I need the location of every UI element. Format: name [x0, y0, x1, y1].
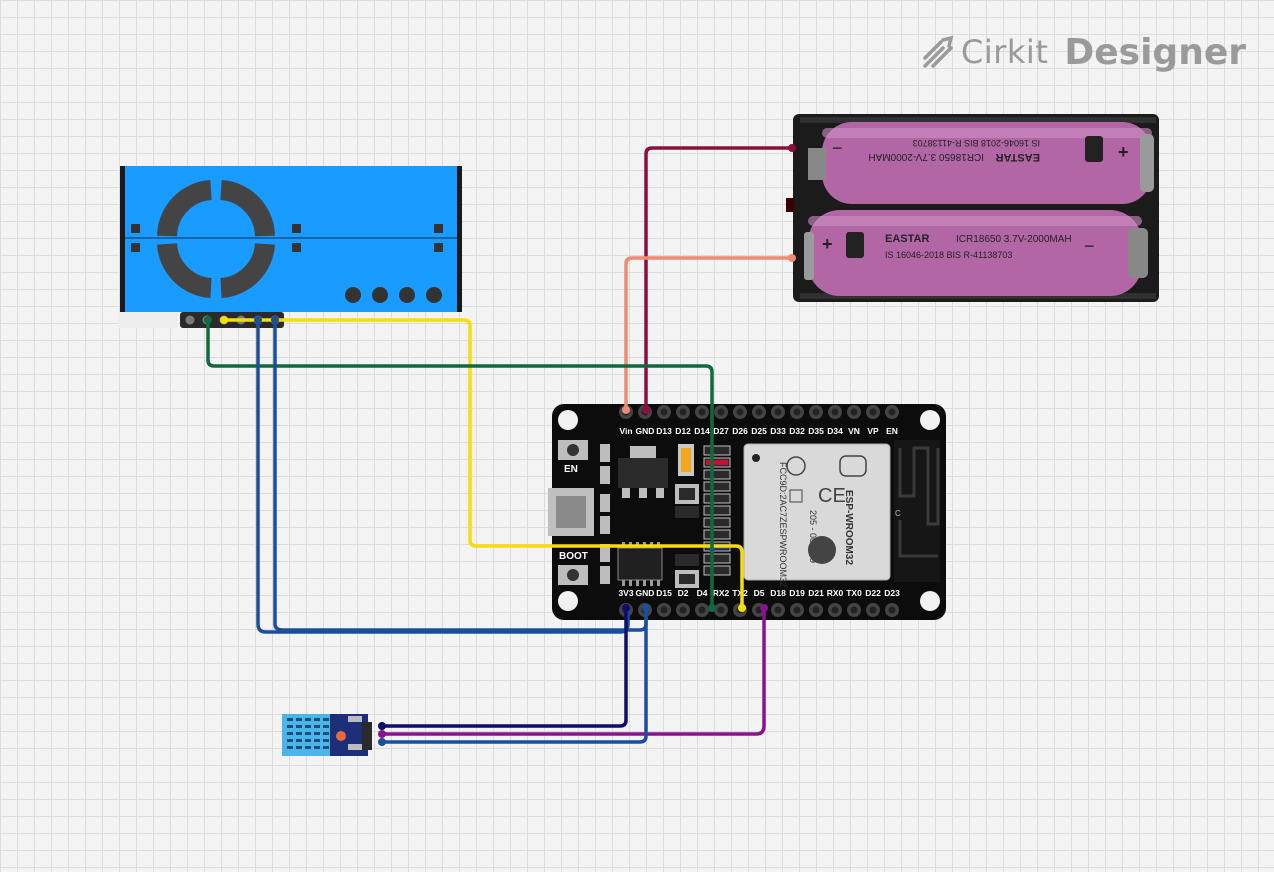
power-led-icon — [336, 731, 346, 741]
battery-cell-1: + − EASTAR ICR18650 3.7V-2000MAH IS 1604… — [808, 122, 1154, 204]
pin-label-bottom: GND — [636, 588, 655, 598]
pin-label-bottom: 3V3 — [618, 588, 633, 598]
cell1-brand: EASTAR — [996, 151, 1040, 163]
pm-sensor[interactable] — [118, 166, 462, 328]
en-button[interactable] — [558, 440, 588, 460]
pin-label-top: D25 — [751, 426, 767, 436]
module-code: 205 - 000519 — [808, 510, 818, 563]
cell2-model: ICR18650 3.7V-2000MAH — [956, 234, 1072, 245]
cell2-std: IS 16046-2018 BIS R-41138703 — [885, 250, 1012, 260]
cell1-plus: + — [1118, 142, 1129, 162]
cert-mark-icon — [786, 456, 806, 476]
pin-label-bottom: D4 — [697, 588, 708, 598]
pin-label-top: GND — [636, 426, 655, 436]
pin-label-top: Vin — [619, 426, 632, 436]
pen-nib-icon — [923, 35, 954, 68]
wire-pm-gnd[interactable] — [206, 320, 714, 608]
pin-label-bottom: TX0 — [846, 588, 862, 598]
cell1-std: IS 16046-2018 BIS R-41138703 — [913, 138, 1040, 148]
dht11-sensor[interactable] — [282, 714, 372, 756]
pin-label-top: VN — [848, 426, 860, 436]
pin-label-top: D32 — [789, 426, 805, 436]
boot-button-label: BOOT — [559, 551, 588, 562]
pin-label-top: D12 — [675, 426, 691, 436]
pin-label-top: D35 — [808, 426, 824, 436]
pin-label-bottom: D23 — [884, 588, 900, 598]
cell2-brand: EASTAR — [885, 233, 929, 245]
pin-label-top: D14 — [694, 426, 710, 436]
resistor-array — [703, 445, 731, 576]
wire-dht-data[interactable] — [382, 610, 766, 736]
pin-label-top: D13 — [656, 426, 672, 436]
battery-cell-2: + − EASTAR ICR18650 3.7V-2000MAH IS 1604… — [804, 210, 1148, 296]
registered-mark-icon — [789, 489, 803, 503]
pin-label-bottom: D5 — [754, 588, 765, 598]
top-pin-header — [619, 405, 899, 419]
pin-label-top: D34 — [827, 426, 843, 436]
pin-label-bottom: D22 — [865, 588, 881, 598]
globe-logo-icon — [808, 536, 836, 564]
cell1-minus: − — [832, 138, 843, 158]
wire-battery-vin[interactable] — [624, 256, 792, 410]
wire-dht-gnd[interactable] — [382, 610, 648, 744]
pin-label-top: EN — [886, 426, 898, 436]
logo-brand: Cirkit — [961, 33, 1049, 71]
bottom-pin-header — [619, 603, 899, 617]
wifi-logo-icon — [839, 455, 867, 477]
cell2-minus: − — [1084, 236, 1095, 256]
wire-pm-tx[interactable] — [224, 318, 744, 608]
pin-label-bottom: D18 — [770, 588, 786, 598]
en-button-label: EN — [564, 464, 578, 475]
module-name: ESP-WROOM32 — [843, 490, 854, 565]
pin-label-top: D26 — [732, 426, 748, 436]
pin-label-bottom: TX2 — [732, 588, 748, 598]
battery-holder[interactable]: + − EASTAR ICR18650 3.7V-2000MAH IS 1604… — [786, 114, 1159, 302]
pin-label-bottom: D19 — [789, 588, 805, 598]
usb-uart-chip — [617, 547, 663, 581]
ce-mark-icon: CE — [818, 485, 846, 507]
pin-label-top: D27 — [713, 426, 729, 436]
pin-label-bottom: RX0 — [827, 588, 844, 598]
pcb-antenna: C — [894, 440, 940, 582]
antenna-mark: C — [895, 509, 901, 518]
esp-wroom32-module: FCC9D:2AC7ZESPWROOM32 ESP-WROOM32 205 - … — [743, 443, 891, 587]
cell1-model: ICR18650 3.7V-2000MAH — [868, 151, 984, 162]
wire-battery-gnd[interactable] — [644, 146, 792, 410]
module-fcc: FCC9D:2AC7ZESPWROOM32 — [778, 462, 788, 587]
pin-label-top: VP — [867, 426, 879, 436]
voltage-regulator — [618, 458, 668, 488]
pin-label-bottom: D21 — [808, 588, 824, 598]
cirkit-designer-logo: Cirkit Designer — [921, 28, 1246, 76]
pin-label-bottom: D2 — [678, 588, 689, 598]
fan-ring-icon — [157, 180, 275, 298]
pin-label-top: D33 — [770, 426, 786, 436]
cell2-plus: + — [822, 234, 833, 254]
boot-button[interactable] — [558, 565, 588, 585]
pin-label-bottom: RX2 — [713, 588, 730, 598]
pin-label-bottom: D15 — [656, 588, 672, 598]
wire-dht-vcc[interactable] — [382, 610, 628, 728]
logo-product: Designer — [1064, 31, 1246, 73]
